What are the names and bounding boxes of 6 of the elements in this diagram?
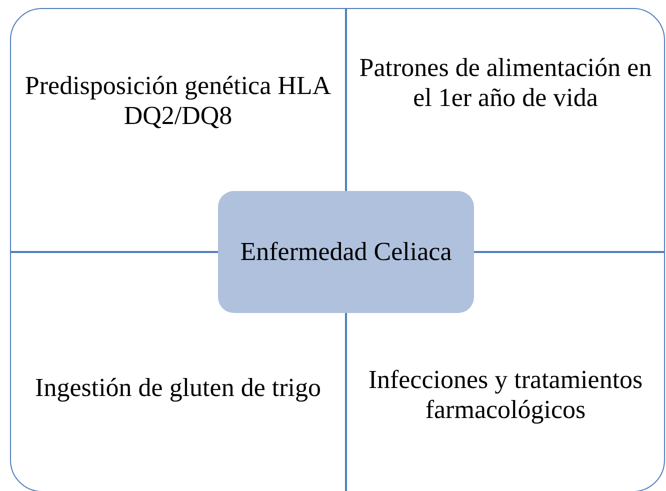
factor-label: Infecciones y tratamientos farmacológicos bbox=[367, 365, 644, 425]
factor-label: Patrones de alimentación en el 1er año de vida bbox=[358, 53, 653, 113]
factor-label: Ingestión de gluten de trigo bbox=[34, 373, 322, 403]
central-label: Enfermedad Celiaca bbox=[240, 237, 452, 267]
factor-label: Predisposición genética HLA DQ2/DQ8 bbox=[24, 71, 332, 131]
central-box bbox=[218, 191, 474, 313]
